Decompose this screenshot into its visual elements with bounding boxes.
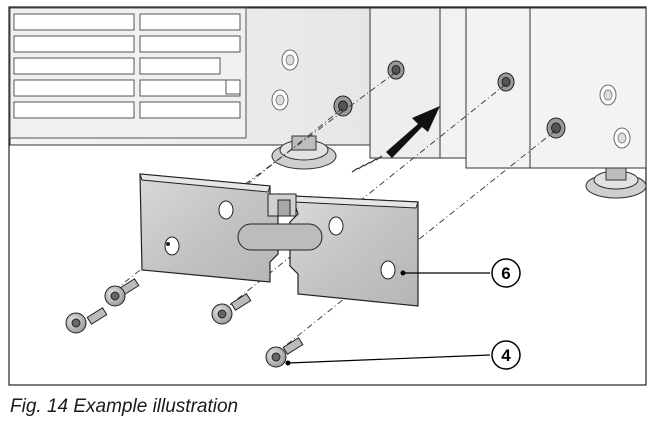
callout-4-number: 4 — [501, 346, 511, 365]
ventilation-grille — [9, 7, 247, 139]
mounting-plate — [139, 173, 419, 307]
appliance-center — [369, 7, 467, 160]
screw-3 — [211, 293, 252, 325]
adjustable-foot-left — [271, 135, 337, 170]
screw-2 — [104, 278, 140, 307]
callout-4: 4 — [285, 340, 521, 370]
screw-4 — [265, 337, 304, 368]
callout-6: 6 — [400, 258, 521, 288]
screw-1 — [65, 307, 108, 334]
adjustable-foot-right — [585, 167, 647, 199]
appliance-right — [465, 7, 647, 199]
screws — [65, 278, 304, 368]
direction-arrow — [351, 106, 440, 173]
callout-6-number: 6 — [501, 264, 510, 283]
figure-caption: Fig. 14 Example illustration — [10, 396, 239, 417]
appliance-left — [9, 7, 371, 146]
